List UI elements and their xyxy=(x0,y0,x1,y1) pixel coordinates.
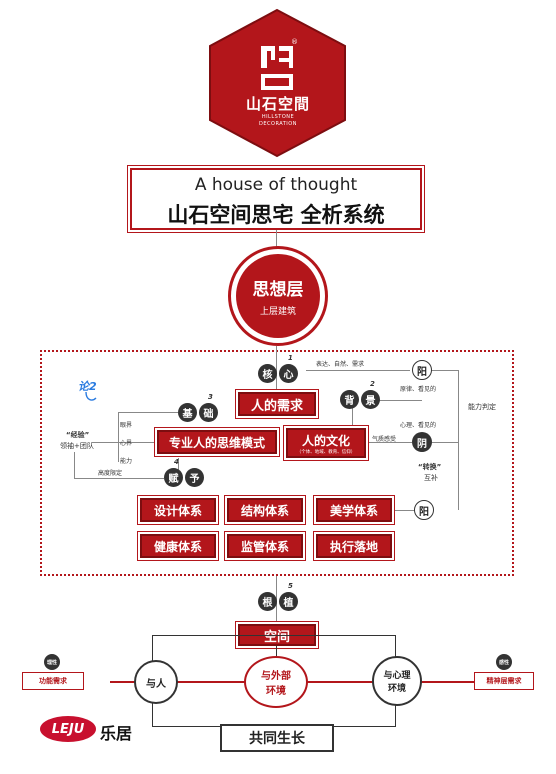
line-height-vert xyxy=(74,452,75,478)
system-structure: 结构体系 xyxy=(227,498,303,522)
line-base-left xyxy=(118,412,178,413)
with-mind-circle: 与心理 环境 xyxy=(372,656,422,706)
with-mind-line1: 与心理 xyxy=(383,671,411,681)
thinking-box: 专业人的思维模式 xyxy=(157,430,277,454)
system-design: 设计体系 xyxy=(140,498,216,522)
common-growth-box: 共同生长 xyxy=(220,724,334,752)
line-yang-right xyxy=(430,370,458,371)
exp-sub: 领袖+团队 xyxy=(60,442,94,450)
base-circle-ji: 基 xyxy=(178,403,197,422)
yu-circle: 予 xyxy=(185,468,204,487)
change-title: “转换” xyxy=(418,463,442,471)
line-fu-down xyxy=(178,458,179,478)
hexagon-logo xyxy=(209,8,346,158)
with-mind-line2: 环境 xyxy=(387,684,406,694)
system-supervision: 监管体系 xyxy=(227,534,303,558)
logo-reg-mark: ® xyxy=(291,38,298,46)
line-top-note xyxy=(306,370,410,371)
with-env-circle: 与外部 环境 xyxy=(244,656,308,708)
feel-note: 气质感受 xyxy=(372,436,397,443)
yang-circle-top: 阳 xyxy=(412,360,432,380)
bg-circle-bei: 背 xyxy=(340,390,359,409)
line-bg-yin xyxy=(362,400,422,401)
core-top-note: 表达、自然、需求 xyxy=(316,361,365,368)
leju-cn: 乐居 xyxy=(100,724,133,743)
line-bg-down xyxy=(352,405,353,431)
thought-system-frame xyxy=(40,350,514,576)
base-circle-chu: 础 xyxy=(199,403,218,422)
yang-circle-bottom: 阳 xyxy=(414,500,434,520)
height-label: 高度限定 xyxy=(98,470,123,477)
fu-circle: 赋 xyxy=(164,468,183,487)
heart-label: 心界 xyxy=(120,440,133,447)
line-env-mind xyxy=(306,681,376,683)
rational-badge: 理性 xyxy=(44,654,60,670)
line-left-exp xyxy=(92,442,156,443)
line-sys-yang xyxy=(394,510,418,511)
change-sub: 互补 xyxy=(424,474,438,482)
lun2-tag: 论2 xyxy=(78,380,97,393)
title-en: A house of thought xyxy=(194,175,358,195)
logo-cn-text: 山石空間 xyxy=(245,95,310,113)
title-box xyxy=(127,165,425,233)
logo-en-line2: DECORATION xyxy=(259,121,297,127)
core-circle-xin: 心 xyxy=(279,364,298,383)
line-right-to-yang3 xyxy=(458,442,459,510)
root-number: 5 xyxy=(288,582,293,590)
fu-number: 4 xyxy=(174,458,179,466)
layer-sub-text: 上层建筑 xyxy=(259,307,296,317)
system-execution: 执行落地 xyxy=(316,534,392,558)
line-core-down xyxy=(276,346,277,390)
line-culture-yin xyxy=(368,442,412,443)
title-cn: 山石空间思宅 全析系统 xyxy=(167,203,385,227)
lun2-hook-icon xyxy=(85,391,97,401)
leju-logo: LEJU xyxy=(40,716,96,742)
with-env-line2: 环境 xyxy=(266,686,286,697)
sensual-badge: 感性 xyxy=(496,654,512,670)
yang-note: 原律、看见的 xyxy=(400,386,437,393)
with-env-line1: 与外部 xyxy=(261,671,291,682)
spirit-box: 精神层需求 xyxy=(474,672,534,690)
line-yin-right xyxy=(430,442,458,443)
line-height-left xyxy=(74,478,164,479)
root-circle-zhi: 植 xyxy=(279,592,298,611)
func-box: 功能需求 xyxy=(22,672,84,690)
logo-en-line1: HILLSTONE xyxy=(261,114,295,120)
vision-label: 眼界 xyxy=(120,422,133,429)
culture-box: 人的文化 （个体、地域、教育、信仰） xyxy=(286,428,366,458)
core-circle-he: 核 xyxy=(258,364,277,383)
system-health: 健康体系 xyxy=(140,534,216,558)
culture-main: 人的文化 xyxy=(301,433,350,448)
line-right-vertical xyxy=(458,370,459,442)
ability-judge: 能力判定 xyxy=(468,403,496,411)
line-people-env xyxy=(176,681,246,683)
connector-title-layer xyxy=(276,230,277,252)
culture-sub: （个体、地域、教育、信仰） xyxy=(296,449,356,455)
exp-title: “经验” xyxy=(66,431,90,439)
yin-circle: 阴 xyxy=(412,432,432,452)
system-aesthetic: 美学体系 xyxy=(316,498,392,522)
with-people-circle: 与人 xyxy=(134,660,178,704)
bg-circle-jing: 景 xyxy=(361,390,380,409)
line-spirit xyxy=(418,681,474,683)
line-space-down xyxy=(276,646,277,662)
base-number: 3 xyxy=(208,393,213,401)
ability-label: 能力 xyxy=(120,458,133,465)
line-left-vertical xyxy=(118,412,119,462)
yin-note: 心理、看见的 xyxy=(400,422,437,429)
need-box: 人的需求 xyxy=(238,392,316,416)
line-func xyxy=(110,681,136,683)
bg-number: 2 xyxy=(370,380,375,388)
root-circle-gen: 根 xyxy=(258,592,277,611)
layer-main-text: 思想层 xyxy=(252,280,304,300)
thought-layer-circle: 思想层 上层建筑 xyxy=(236,254,320,338)
core-number: 1 xyxy=(288,354,293,362)
